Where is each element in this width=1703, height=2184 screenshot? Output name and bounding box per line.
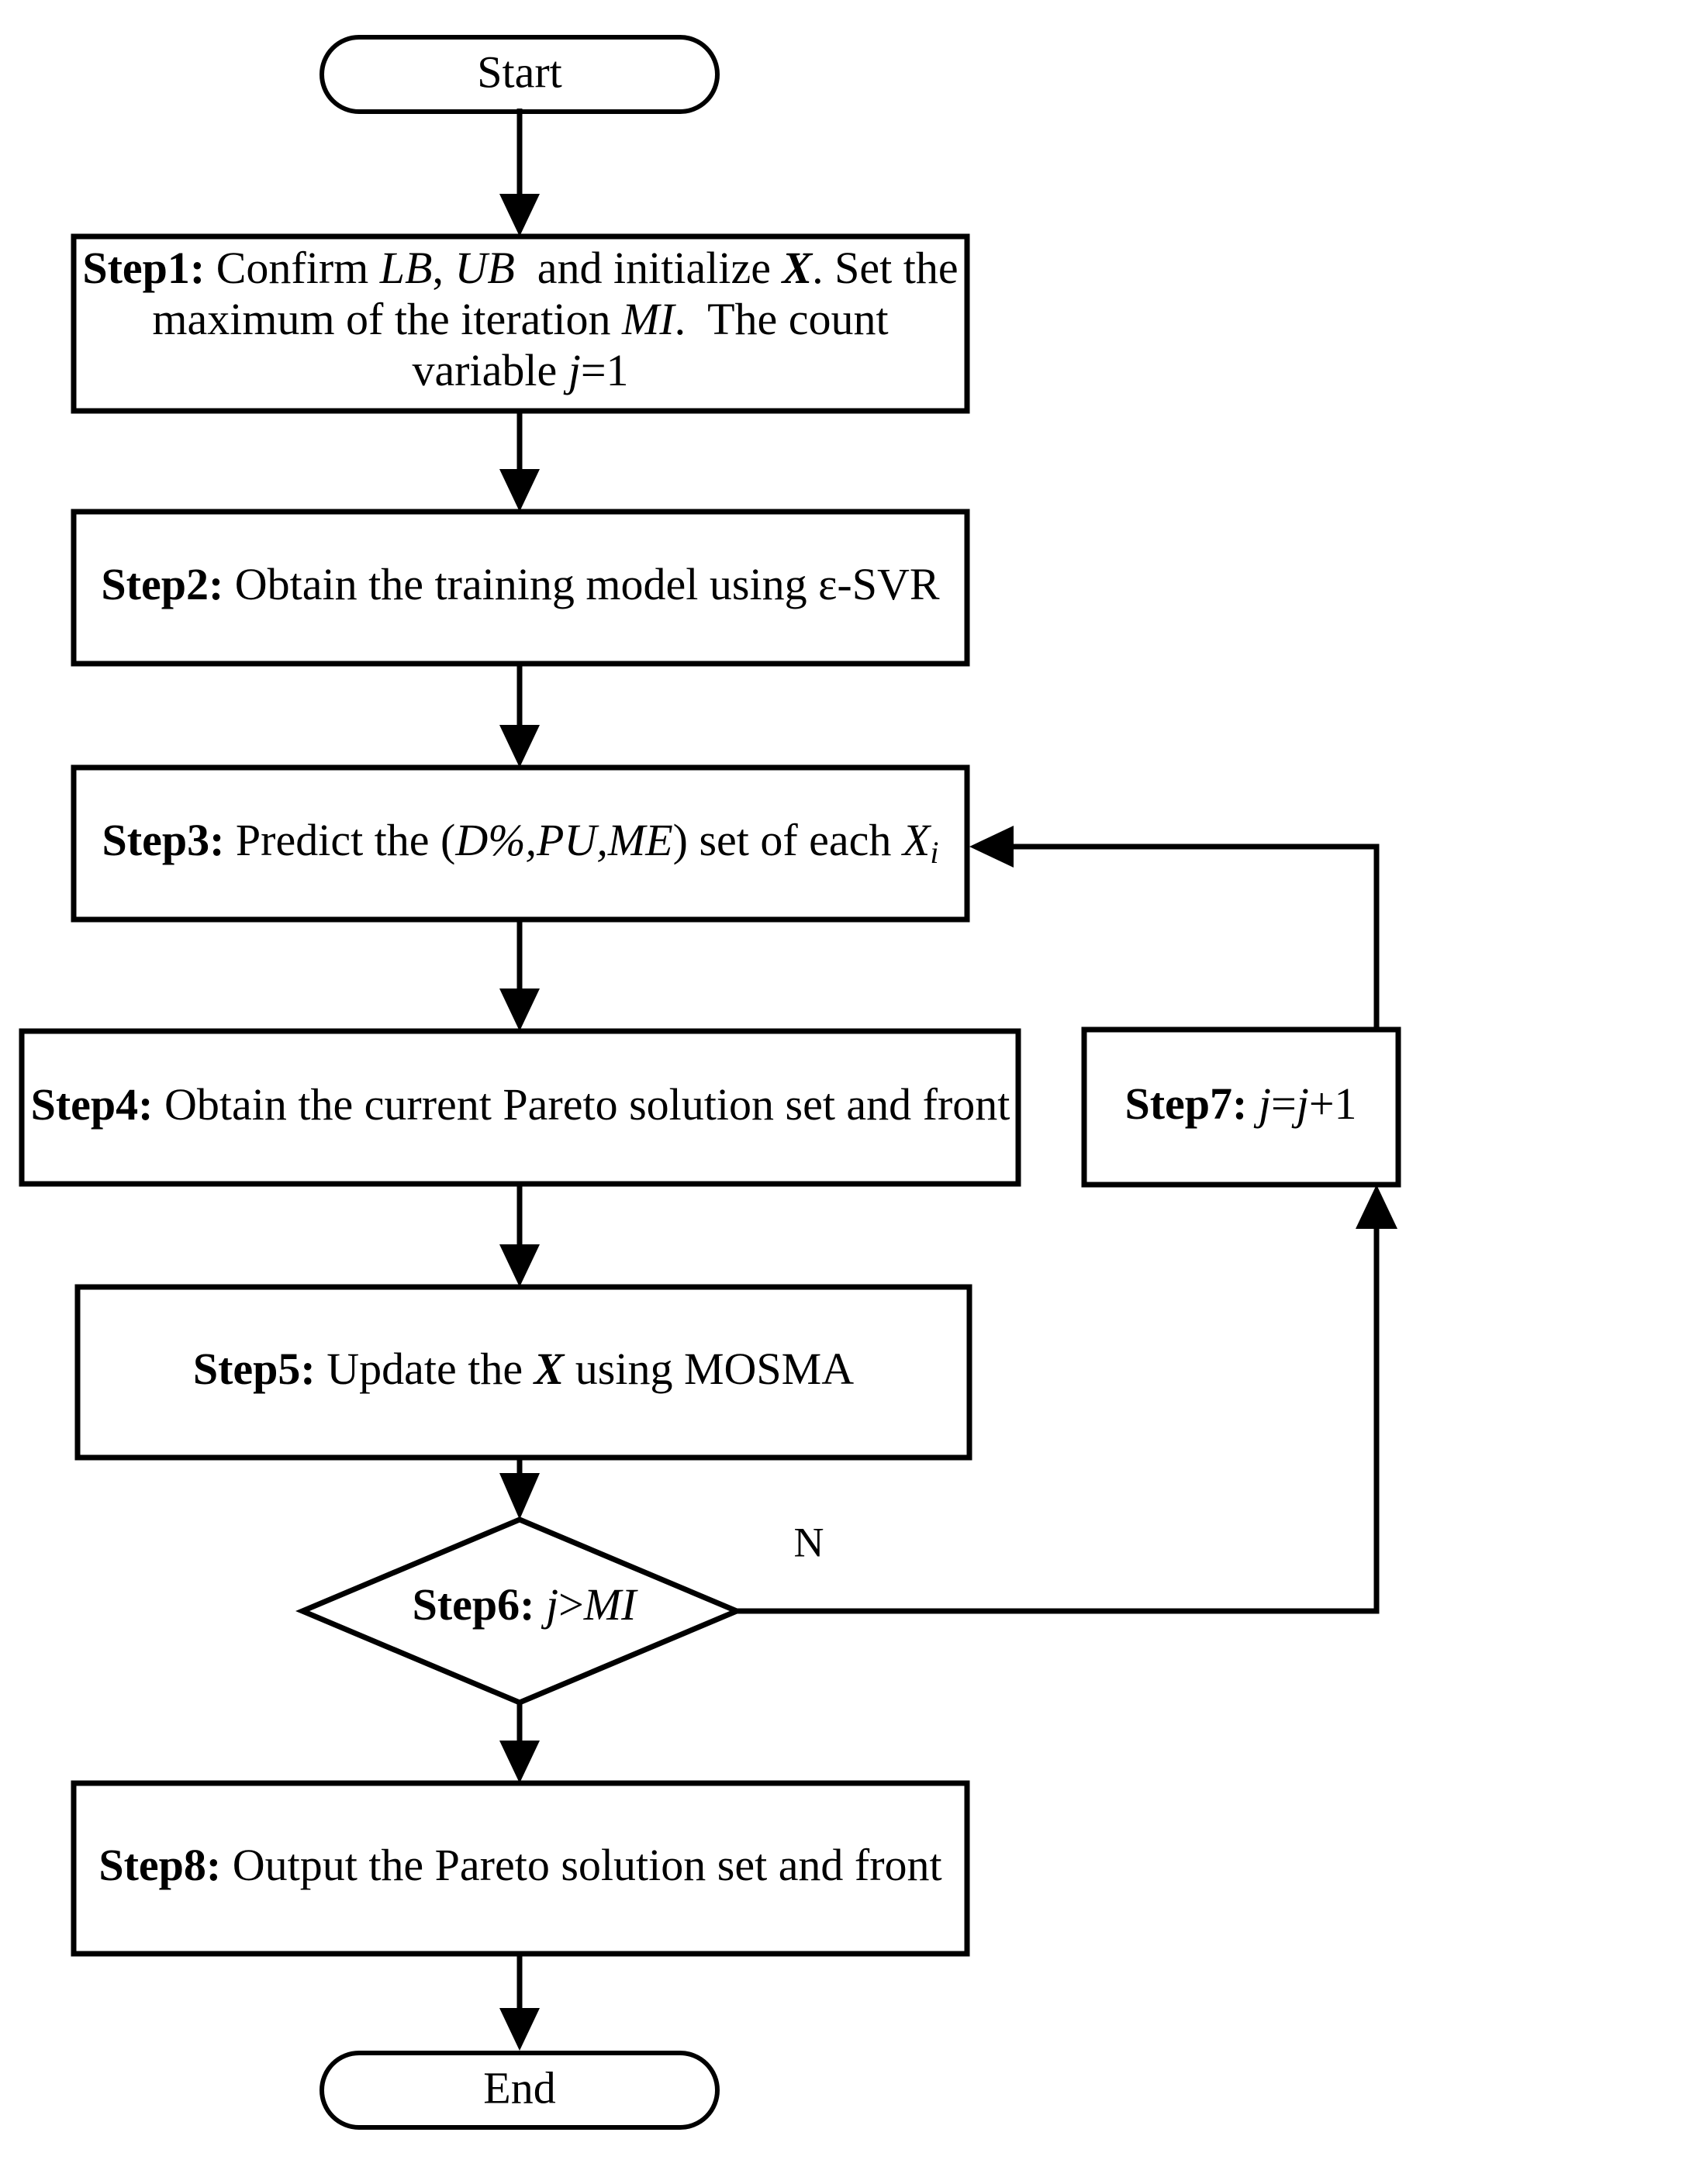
node-step7-label: Step7: j=j+1 bbox=[1124, 1078, 1356, 1129]
edge-start-to-step1 bbox=[499, 109, 540, 236]
edge-step4-to-step5 bbox=[499, 1184, 540, 1287]
node-start[interactable]: Start bbox=[320, 35, 720, 114]
node-step2-label: Step2: Obtain the training model using ε… bbox=[101, 559, 939, 609]
edge-label-no: N bbox=[794, 1519, 824, 1565]
node-end[interactable]: End bbox=[320, 2051, 720, 2130]
edge-step6-to-step8 bbox=[499, 1703, 540, 1783]
edge-step3-to-step4 bbox=[499, 919, 540, 1031]
edge-step7-to-step3 bbox=[969, 826, 1380, 1027]
edge-step1-to-step2 bbox=[499, 411, 540, 512]
edge-step5-to-step6 bbox=[499, 1458, 540, 1520]
node-step7[interactable]: Step7: j=j+1 bbox=[1081, 1026, 1401, 1188]
node-step6-label: Step6: j>MI bbox=[413, 1579, 639, 1630]
node-end-label: End bbox=[483, 2062, 555, 2113]
node-step4-label: Step4: Obtain the current Pareto solutio… bbox=[31, 1079, 1010, 1130]
node-step1[interactable]: Step1: Confirm LB, UB and initialize X. … bbox=[71, 233, 970, 414]
node-step6[interactable]: Step6: j>MI bbox=[295, 1516, 744, 1706]
node-step2[interactable]: Step2: Obtain the training model using ε… bbox=[71, 509, 970, 667]
edge-step2-to-step3 bbox=[499, 663, 540, 768]
node-start-label: Start bbox=[477, 47, 562, 97]
connector-layer bbox=[499, 109, 1397, 2051]
node-step1-line1: Step1: Confirm LB, UB and initialize X. … bbox=[82, 243, 958, 293]
node-step3-label: Step3: Predict the (D%,PU,ME) set of eac… bbox=[102, 815, 939, 870]
node-step5[interactable]: Step5: Update the X using MOSMA bbox=[74, 1284, 972, 1461]
edge-step8-to-end bbox=[499, 1954, 540, 2051]
node-step4[interactable]: Step4: Obtain the current Pareto solutio… bbox=[19, 1028, 1021, 1187]
node-step8[interactable]: Step8: Output the Pareto solution set an… bbox=[71, 1780, 970, 1957]
node-step1-line2: maximum of the iteration MI. The count bbox=[152, 294, 888, 344]
node-step5-label: Step5: Update the X using MOSMA bbox=[193, 1344, 854, 1394]
edge-step6-no-to-step7 bbox=[737, 1185, 1397, 1614]
node-step8-label: Step8: Output the Pareto solution set an… bbox=[98, 1840, 941, 1890]
node-step3[interactable]: Step3: Predict the (D%,PU,ME) set of eac… bbox=[71, 764, 970, 923]
node-step1-line3: variable j=1 bbox=[412, 345, 628, 395]
